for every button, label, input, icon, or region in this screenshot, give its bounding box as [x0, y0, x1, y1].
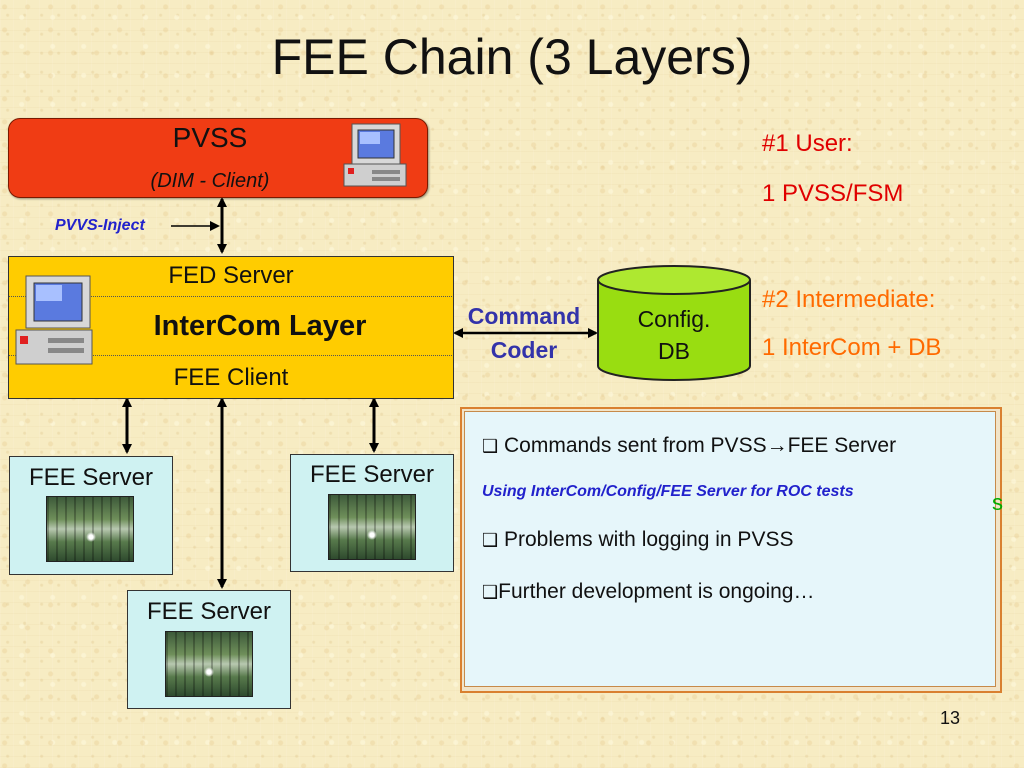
- pvss-title: PVSS: [172, 122, 248, 153]
- checkbox-bullet-icon: ❑: [482, 582, 499, 603]
- note-roc-tests: Using InterCom/Config/FEE Server for ROC…: [482, 483, 854, 500]
- fee-client-label: FEE Client: [173, 364, 289, 391]
- note-logging-text: Problems with logging in PVSS: [503, 528, 794, 551]
- fee-server-label: FEE Server: [146, 598, 272, 625]
- board-led: [204, 667, 214, 677]
- stray-text: s: [992, 490, 1003, 515]
- command-coder-line1: Command: [467, 303, 581, 329]
- circuit-board-image: [165, 631, 253, 697]
- slide-title: FEE Chain (3 Layers): [271, 29, 753, 85]
- checkbox-bullet-icon: ❑: [482, 436, 499, 457]
- page-number: 13: [940, 708, 961, 728]
- config-db-cylinder: [597, 265, 751, 381]
- fed-server-label: FED Server: [168, 262, 294, 289]
- note-commands-suffix: FEE Server: [787, 434, 897, 457]
- config-db-line2: DB: [658, 338, 690, 364]
- checkbox-bullet-icon: ❑: [482, 530, 499, 551]
- notes-panel: [464, 411, 996, 687]
- note-commands-prefix: Commands sent from PVSS: [503, 434, 767, 457]
- pvss-subtitle: (DIM - Client): [150, 170, 270, 192]
- board-led: [367, 530, 377, 540]
- intermediate-heading: #2 Intermediate:: [762, 286, 936, 313]
- note-development: ❑Further development is ongoing…: [482, 580, 814, 604]
- intercom-layer-label: InterCom Layer: [153, 310, 367, 342]
- command-coder-label: Command Coder: [454, 299, 594, 367]
- intermediate-detail: 1 InterCom + DB: [762, 334, 942, 361]
- right-arrow-icon: →: [766, 434, 788, 457]
- fee-server-label: FEE Server: [28, 464, 154, 491]
- computer-icon: [15, 275, 93, 365]
- circuit-board-image: [46, 496, 134, 562]
- note-logging: ❑ Problems with logging in PVSS: [482, 528, 793, 552]
- computer-icon: [343, 123, 407, 187]
- user-detail: 1 PVSS/FSM: [762, 180, 904, 207]
- config-db-label: Config. DB: [598, 303, 750, 367]
- divider: [9, 355, 452, 356]
- command-coder-line2: Coder: [490, 337, 558, 363]
- divider: [9, 296, 452, 297]
- circuit-board-image: [328, 494, 416, 560]
- fee-server-label: FEE Server: [309, 461, 435, 488]
- board-led: [86, 532, 96, 542]
- pvss-inject-label: PVVS-Inject: [55, 217, 145, 234]
- config-db-line1: Config.: [637, 306, 711, 332]
- user-heading: #1 User:: [762, 130, 853, 157]
- note-development-text: Further development is ongoing…: [498, 580, 815, 603]
- note-commands: ❑ Commands sent from PVSS→FEE Server: [482, 434, 896, 458]
